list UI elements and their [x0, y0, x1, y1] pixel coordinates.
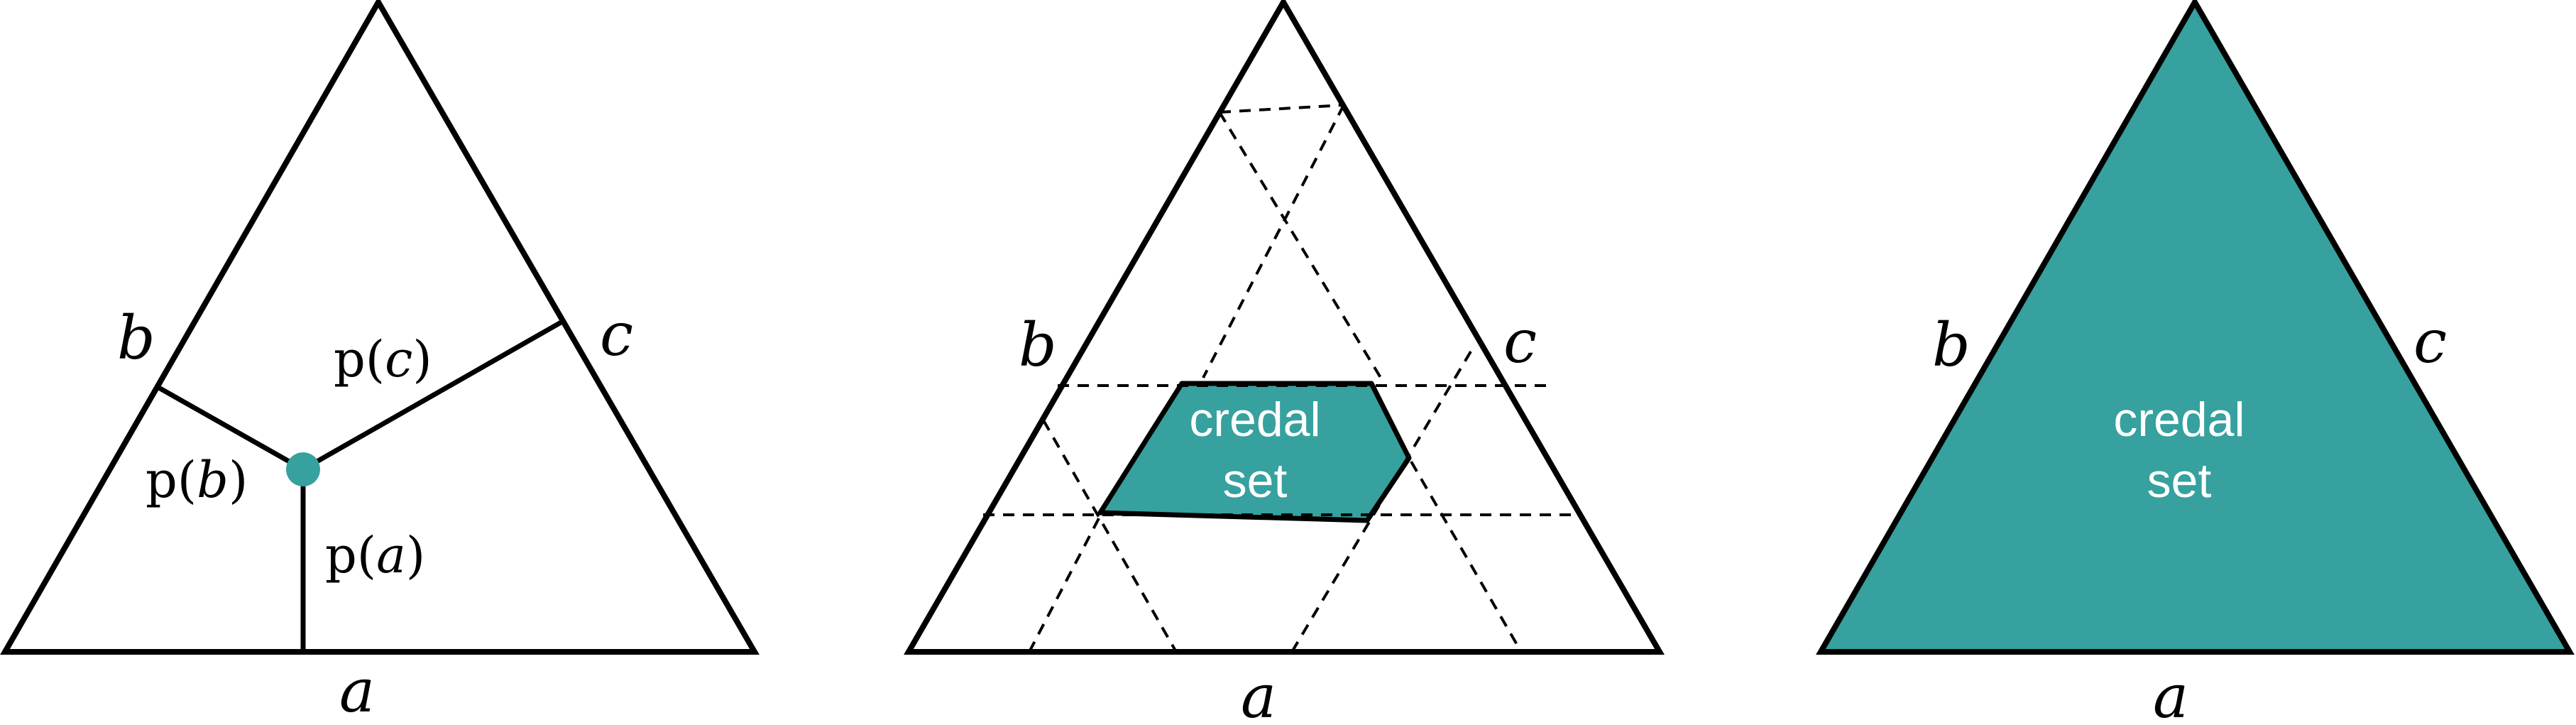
- vertex-label-a: a: [339, 656, 375, 725]
- interval-bound-lines: [983, 104, 1579, 653]
- credal-set-label: set: [2147, 454, 2212, 508]
- region-label-pb: p(b): [146, 451, 248, 509]
- vertex-label-b: b: [1019, 310, 1057, 380]
- bound-line: [1218, 111, 1386, 385]
- panel-precise-distribution: p(b) p(c) p(a) b c a: [0, 0, 760, 725]
- vertex-label-c: c: [1503, 307, 1537, 376]
- region-label-pc: p(c): [334, 330, 432, 388]
- credal-set-label: credal: [1189, 393, 1320, 447]
- simplex-triangle: [0, 0, 760, 655]
- bound-line: [1410, 460, 1523, 653]
- vertex-label-b: b: [117, 303, 155, 373]
- credal-set-label: credal: [2113, 393, 2245, 447]
- vertex-label-c: c: [2413, 307, 2447, 376]
- bound-line: [1219, 104, 1344, 114]
- region-label-pa: p(a): [325, 526, 425, 584]
- vertex-label-c: c: [600, 300, 633, 369]
- vertex-label-a: a: [2153, 662, 2188, 725]
- simplex-triangle-filled: [1816, 0, 2575, 655]
- bound-line: [1028, 518, 1100, 653]
- credal-set-label: set: [1223, 454, 1288, 508]
- bound-line: [1202, 104, 1345, 378]
- distribution-point: [286, 452, 320, 486]
- panel-interval-credal-set: credal set b c a: [904, 0, 1665, 725]
- bound-line: [1042, 420, 1178, 653]
- boundary-c-region: [302, 319, 564, 472]
- simplex-triangle: [904, 0, 1665, 655]
- vertex-label-b: b: [1932, 310, 1971, 380]
- panel-vacuous-credal-set: credal set b c a: [1816, 0, 2575, 725]
- vertex-label-a: a: [1241, 662, 1276, 725]
- boundary-b-region: [156, 384, 305, 472]
